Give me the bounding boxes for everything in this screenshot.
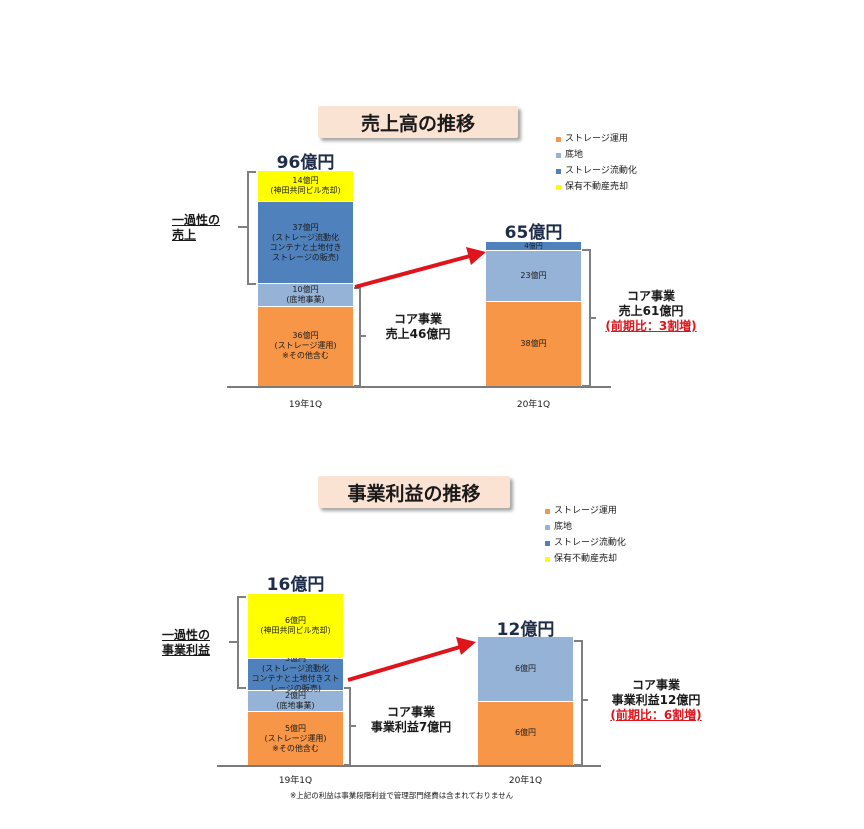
legend-item: 保有不動産売却 (556, 179, 637, 195)
chart2-xlabel-19: 19年1Q (278, 776, 313, 786)
label-line: 売上46億円 (385, 327, 451, 341)
bar-segment: 38億円 (486, 301, 581, 386)
legend-swatch-storage-ops (556, 136, 561, 142)
bar-segment: 23億円 (486, 250, 581, 302)
legend-item: 底地 (556, 147, 637, 163)
bar-segment: 36億円 (ストレージ運用) ※その他含む (258, 305, 353, 386)
legend-label: 保有不動産売却 (554, 554, 618, 564)
label-line: 売上61億円 (618, 304, 684, 318)
bar-segment: 37億円 (ストレージ流動化 コンテナと土地付き ストレージの販売) (258, 200, 353, 284)
chart1-mid-bracket (354, 287, 366, 387)
chart2-xlabel-20: 20年1Q (508, 776, 543, 786)
chart1-arrow-head (466, 247, 486, 265)
label-line: コア事業 (631, 678, 680, 692)
label-line: 事業利益7億円 (370, 720, 452, 734)
data-label: 4億円 (524, 242, 543, 251)
data-label: 2億円 (底地事業) (276, 691, 315, 710)
legend-item: ストレージ流動化 (545, 535, 626, 551)
bar-segment: 6億円 (478, 700, 573, 765)
legend-label: ストレージ運用 (554, 506, 617, 516)
chart2-left-bracket-label: 一過性の 事業利益 (162, 628, 237, 658)
bar-segment: 2億円 (底地事業) (248, 689, 343, 712)
chart2-total-20: 12億円 (496, 620, 555, 640)
legend-swatch-storage-liquidation (556, 168, 561, 174)
chart1-title: 売上高の推移 (318, 106, 518, 138)
label-line: コア事業 (626, 289, 675, 303)
data-label: 36億円 (ストレージ運用) ※その他含む (274, 331, 337, 361)
chart2-right-bracket (574, 640, 588, 766)
data-label: 5億円 (ストレージ運用) ※その他含む (264, 723, 327, 753)
legend-label: ストレージ運用 (565, 134, 628, 144)
legend-label: 保有不動産売却 (565, 182, 629, 192)
data-label: 37億円 (ストレージ流動化 コンテナと土地付き ストレージの販売) (269, 222, 342, 262)
legend-item: ストレージ流動化 (556, 163, 637, 179)
data-label: 10億円 (底地事業) (286, 285, 325, 305)
data-label: 38億円 (520, 339, 547, 349)
chart2-total-19: 16億円 (266, 575, 325, 595)
legend-swatch-land (556, 152, 561, 158)
chart2-right-annotation: コア事業 事業利益12億円 (前期比：6割増) (592, 678, 720, 723)
chart1-baseline (227, 386, 611, 388)
legend-label: 底地 (565, 150, 584, 160)
data-label: 6億円 (514, 663, 537, 673)
legend-label: 底地 (554, 522, 573, 532)
bar-segment: 5億円 (ストレージ運用) ※その他含む (248, 711, 343, 765)
legend-swatch-land (545, 524, 550, 530)
bar-segment: 6億円 (478, 636, 573, 701)
bar-segment: 6億円 (神田共同ビル売却) (248, 593, 343, 658)
chart1-mid-annotation: コア事業 売上46億円 (368, 312, 468, 342)
chart2-mid-bracket (344, 687, 356, 766)
legend-swatch-storage-liquidation (545, 540, 550, 546)
growth-label: (前期比：3割増) (605, 319, 697, 333)
data-label: 3億円 (ストレージ流動化 コンテナと土地付きストレージの販売) (251, 654, 340, 694)
data-label: 6億円 (514, 728, 537, 738)
chart2-mid-annotation: コア事業 事業利益7億円 (355, 705, 467, 735)
chart1-right-bracket (582, 249, 596, 387)
bar-segment: 10億円 (底地事業) (258, 283, 353, 306)
data-label: 23億円 (520, 271, 547, 281)
bar-segment: 3億円 (ストレージ流動化 コンテナと土地付きストレージの販売) (248, 654, 343, 693)
footnote: ※上記の利益は事業段階利益で管理部門経費は含まれておりません (290, 791, 514, 800)
legend-item: ストレージ運用 (545, 503, 626, 519)
label-line: 一過性の (162, 628, 211, 642)
legend-label: ストレージ流動化 (565, 166, 637, 176)
chart2-arrow-head (456, 637, 476, 655)
legend-item: 底地 (545, 519, 626, 535)
chart1-left-bracket-label: 一過性の 売上 (172, 213, 242, 243)
chart2-growth-arrow (347, 645, 461, 682)
chart2-baseline (217, 765, 601, 767)
label-line: 一過性の (172, 213, 221, 227)
data-label: 14億円 (神田共同ビル売却) (270, 175, 341, 195)
chart1-total-19: 96億円 (276, 153, 335, 173)
chart1-xlabel-19: 19年1Q (288, 400, 323, 410)
legend-swatch-property-sale (556, 184, 561, 190)
label-line: コア事業 (393, 312, 442, 326)
legend-item: 保有不動産売却 (545, 551, 626, 567)
legend-item: ストレージ運用 (556, 131, 637, 147)
bar-segment: 4億円 (486, 241, 581, 250)
label-line: コア事業 (386, 705, 435, 719)
label-line: 事業利益 (162, 643, 211, 657)
bar-segment: 14億円 (神田共同ビル売却) (258, 169, 353, 201)
growth-label: (前期比：6割増) (610, 708, 702, 722)
label-line: 事業利益12億円 (611, 693, 701, 707)
chart2-title: 事業利益の推移 (318, 476, 510, 508)
legend-swatch-storage-ops (545, 508, 550, 514)
data-label: 6億円 (神田共同ビル売却) (260, 615, 331, 635)
chart1-xlabel-20: 20年1Q (516, 400, 551, 410)
chart1-total-20: 65億円 (504, 223, 563, 243)
label-line: 売上 (172, 228, 197, 242)
chart2-left-bracket (229, 596, 246, 689)
chart1-right-annotation: コア事業 売上61億円 (前期比：3割増) (592, 289, 710, 334)
chart1-growth-arrow (354, 254, 471, 289)
chart2-legend: ストレージ運用 底地 ストレージ流動化 保有不動産売却 (545, 503, 626, 567)
chart1-legend: ストレージ運用 底地 ストレージ流動化 保有不動産売却 (556, 131, 637, 195)
chart1-left-bracket (238, 171, 256, 285)
legend-label: ストレージ流動化 (554, 538, 626, 548)
legend-swatch-property-sale (545, 556, 550, 562)
